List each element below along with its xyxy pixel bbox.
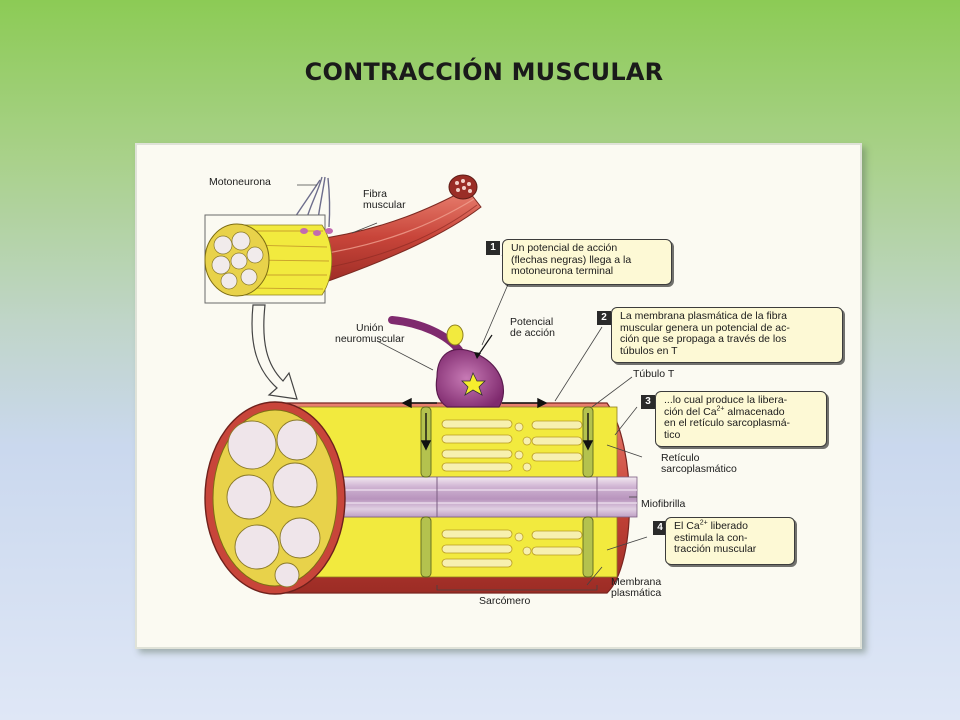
muscle-contraction-figure: Motoneurona Fibra muscular Unión neuromu… <box>135 143 862 649</box>
page-title: CONTRACCIÓN MUSCULAR <box>304 58 664 86</box>
step-2-text: La membrana plasmática de la fibra muscu… <box>620 310 790 357</box>
label-membrana-plasmatica: Membrana plasmática <box>611 576 662 599</box>
step-1-text: Un potencial de acción (flechas negras) … <box>511 242 632 277</box>
label-union-neuromuscular: Unión neuromuscular <box>335 322 405 345</box>
step-4-number: 4 <box>653 521 667 535</box>
label-fibra-muscular: Fibra muscular <box>363 188 406 211</box>
magnification-arrow <box>251 304 298 400</box>
label-reticulo-sarcoplasmatico: Retículo sarcoplasmático <box>661 452 737 475</box>
neuron-terminal <box>435 348 504 408</box>
muscle-illustration <box>204 174 648 595</box>
step-1-number: 1 <box>486 241 500 255</box>
label-potencial-accion: Potencial de acción <box>510 316 555 339</box>
step-2-box: La membrana plasmática de la fibra muscu… <box>611 307 843 363</box>
label-tubulo-t: Túbulo T <box>633 368 675 380</box>
neuron-axon <box>388 316 463 354</box>
step-1-box: Un potencial de acción (flechas negras) … <box>502 239 672 285</box>
label-motoneurona: Motoneurona <box>209 176 271 188</box>
label-sarcomero: Sarcómero <box>479 595 531 607</box>
step-4-text: El Ca2+ liberado estimula la con- tracci… <box>674 519 757 555</box>
step-2-number: 2 <box>597 311 611 325</box>
step-3-box: ...lo cual produce la libera- ción del C… <box>655 391 827 447</box>
step-3-text: ...lo cual produce la libera- ción del C… <box>664 394 791 441</box>
label-miofibrilla: Miofibrilla <box>641 498 686 510</box>
step-4-box: El Ca2+ liberado estimula la con- tracci… <box>665 517 795 565</box>
step-3-number: 3 <box>641 395 655 409</box>
action-potential-star <box>461 372 486 396</box>
